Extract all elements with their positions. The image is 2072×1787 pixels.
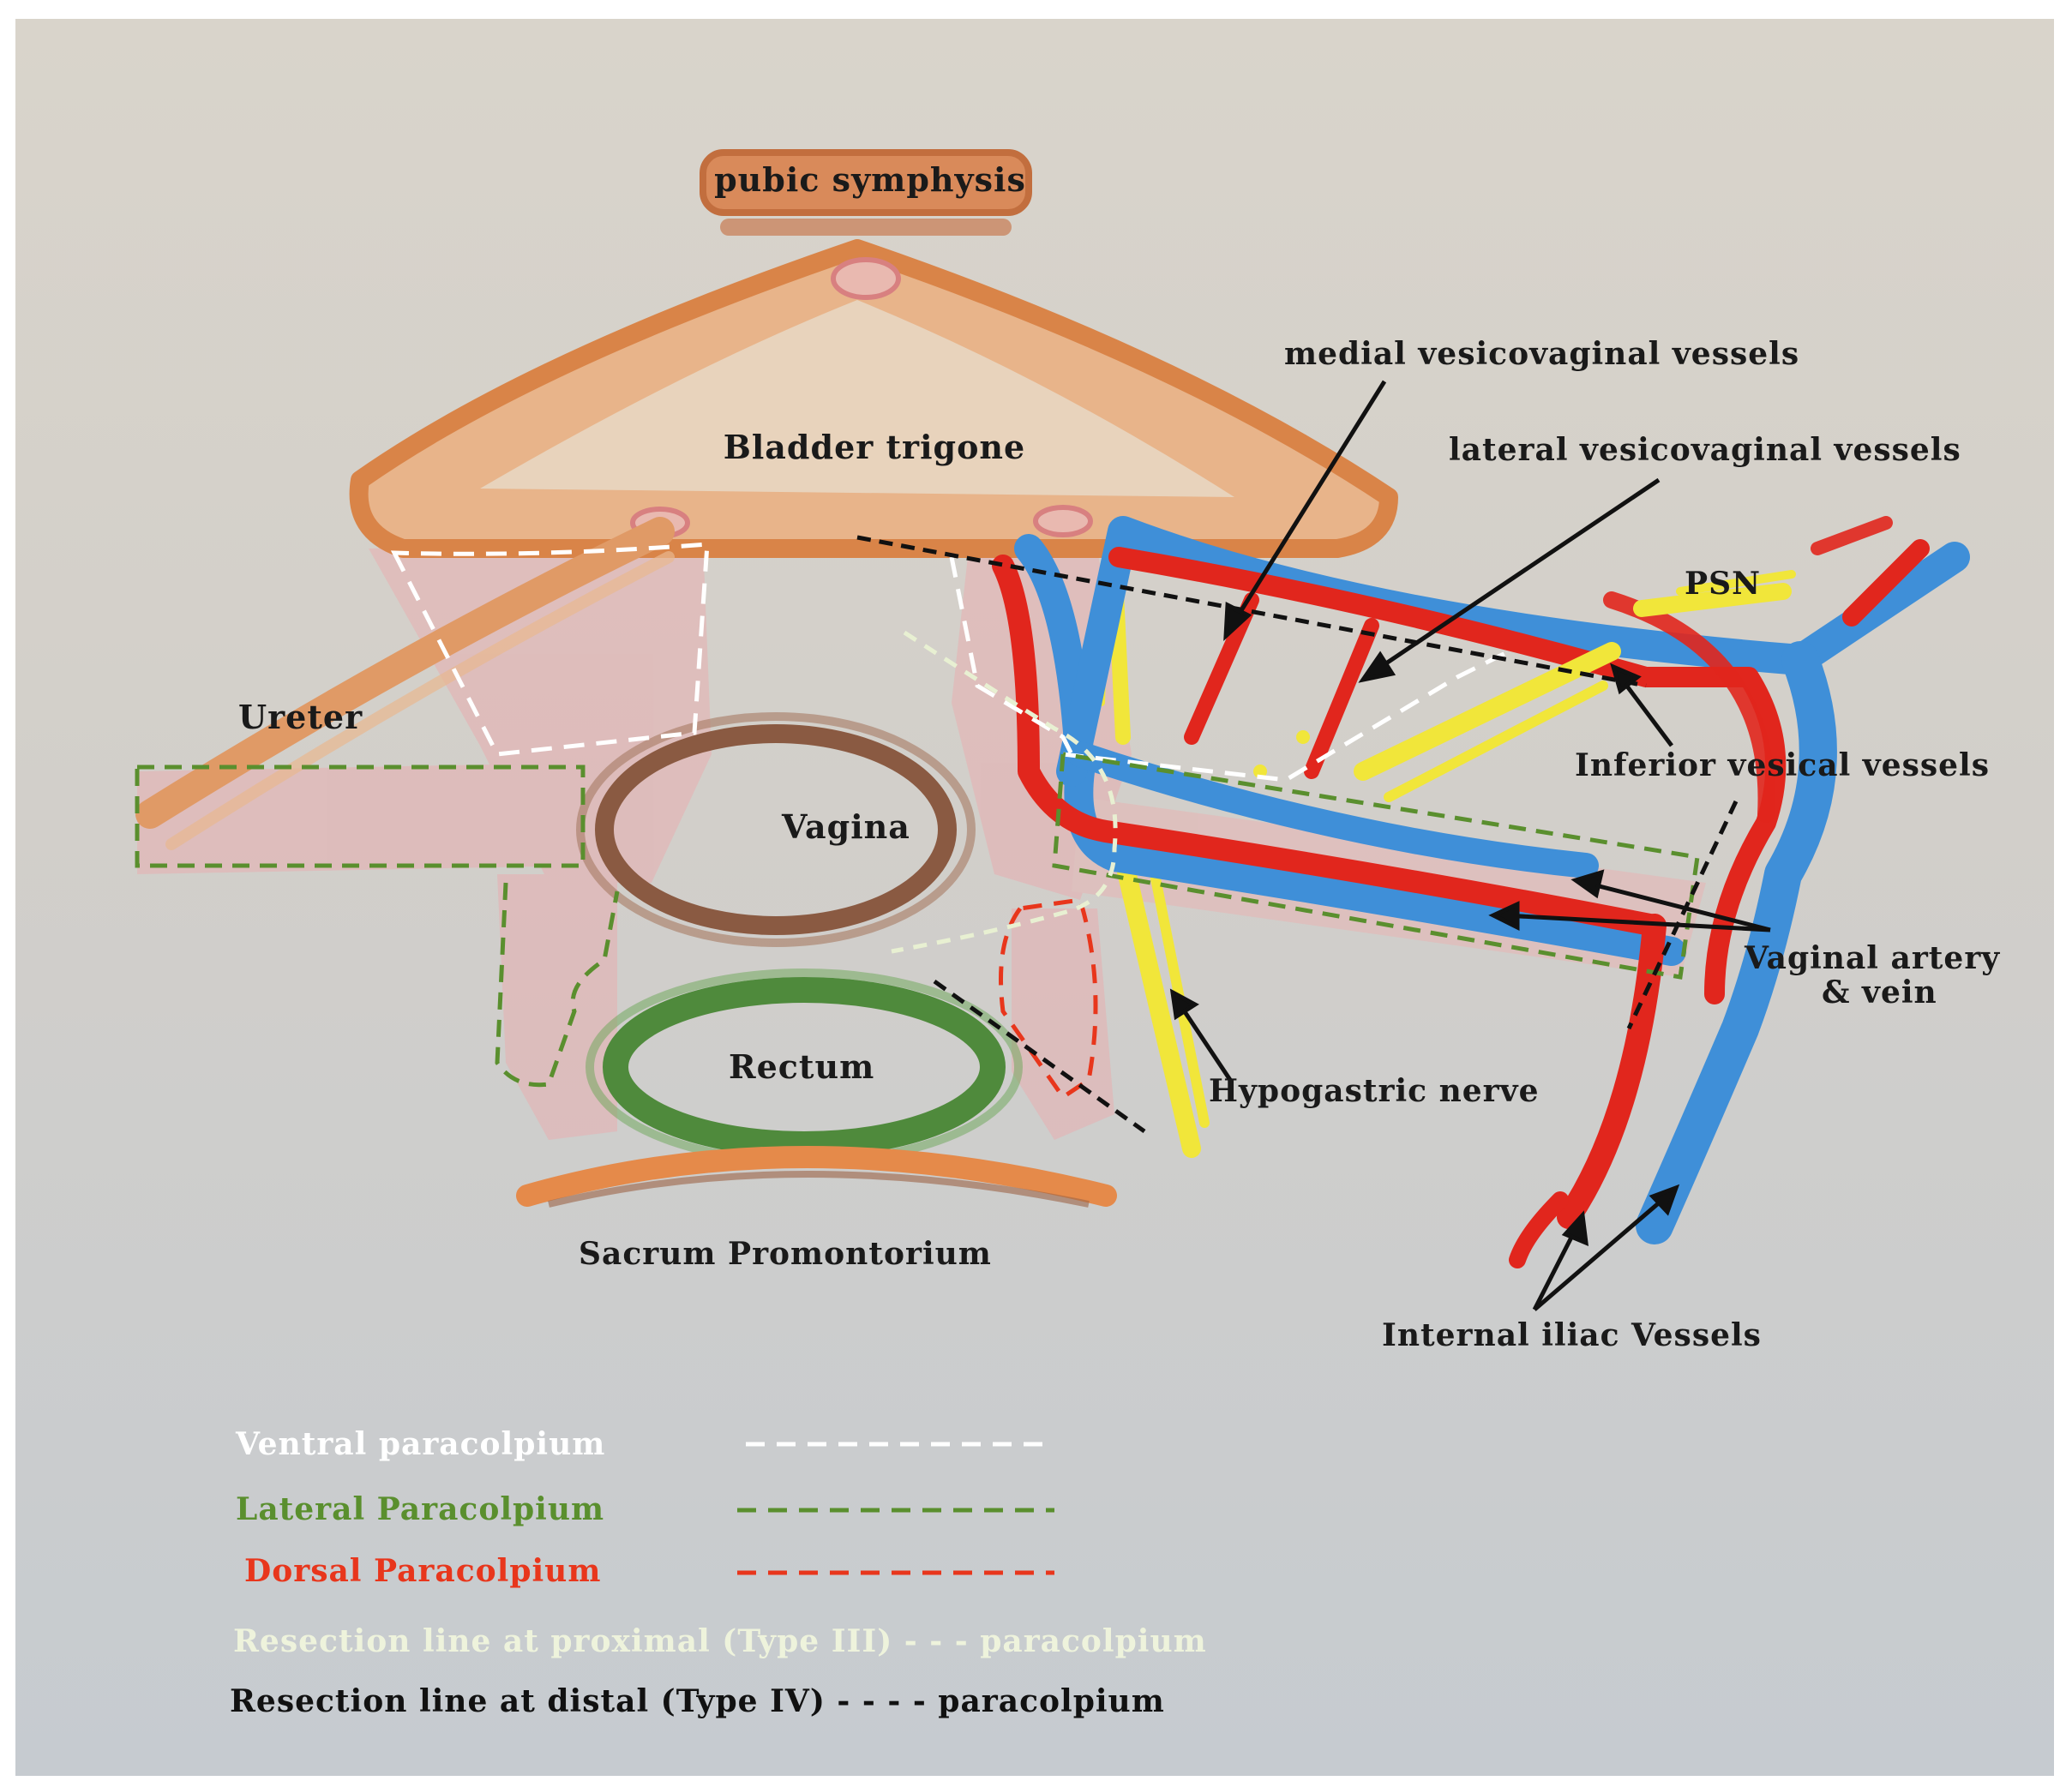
label-vaginal-vein: & vein: [1822, 974, 1937, 1010]
sacrum-promontorium: [516, 1146, 1117, 1208]
label-medial-vesicovaginal: medial vesicovaginal vessels: [1284, 336, 1799, 372]
bladder-trigone: [349, 239, 1398, 558]
lateral-paracolpium-outline: [135, 752, 1700, 1088]
legend: Ventral paracolpium Lateral Paracolpium …: [230, 1426, 1207, 1719]
label-vagina: Vagina: [781, 807, 910, 846]
legend-ventral-label: Ventral paracolpium: [235, 1426, 605, 1462]
label-bladder-trigone: Bladder trigone: [724, 428, 1025, 466]
distal-resection-line: [856, 535, 1739, 1134]
leader-arrows: [1169, 380, 1771, 1311]
label-hypogastric-nerve: Hypogastric nerve: [1209, 1073, 1539, 1109]
label-ureter: Ureter: [238, 698, 363, 736]
label-vaginal-artery: Vaginal artery: [1744, 940, 2000, 976]
legend-dorsal-label: Dorsal Paracolpium: [244, 1553, 601, 1589]
proximal-resection-line: [891, 630, 1118, 954]
label-inferior-vesical: Inferior vesical vessels: [1575, 747, 1990, 783]
pubic-symphysis: [700, 149, 1032, 236]
label-pubic-symphysis: pubic symphysis: [714, 160, 1026, 199]
ventral-paracolpium-outline: [390, 542, 1510, 783]
label-psn: PSN: [1685, 566, 1761, 602]
vagina: [576, 712, 976, 947]
dorsal-paracolpium-outline: [999, 897, 1098, 1100]
legend-lateral-label: Lateral Paracolpium: [236, 1491, 604, 1527]
legend-proximal-label: Resection line at proximal (Type III) - …: [233, 1623, 1207, 1659]
label-lateral-vesicovaginal: lateral vesicovaginal vessels: [1449, 432, 1961, 468]
label-sacrum: Sacrum Promontorium: [579, 1236, 992, 1272]
label-internal-iliac: Internal iliac Vessels: [1382, 1317, 1762, 1353]
legend-distal-label: Resection line at distal (Type IV) - - -…: [230, 1683, 1165, 1719]
label-rectum: Rectum: [729, 1047, 874, 1086]
